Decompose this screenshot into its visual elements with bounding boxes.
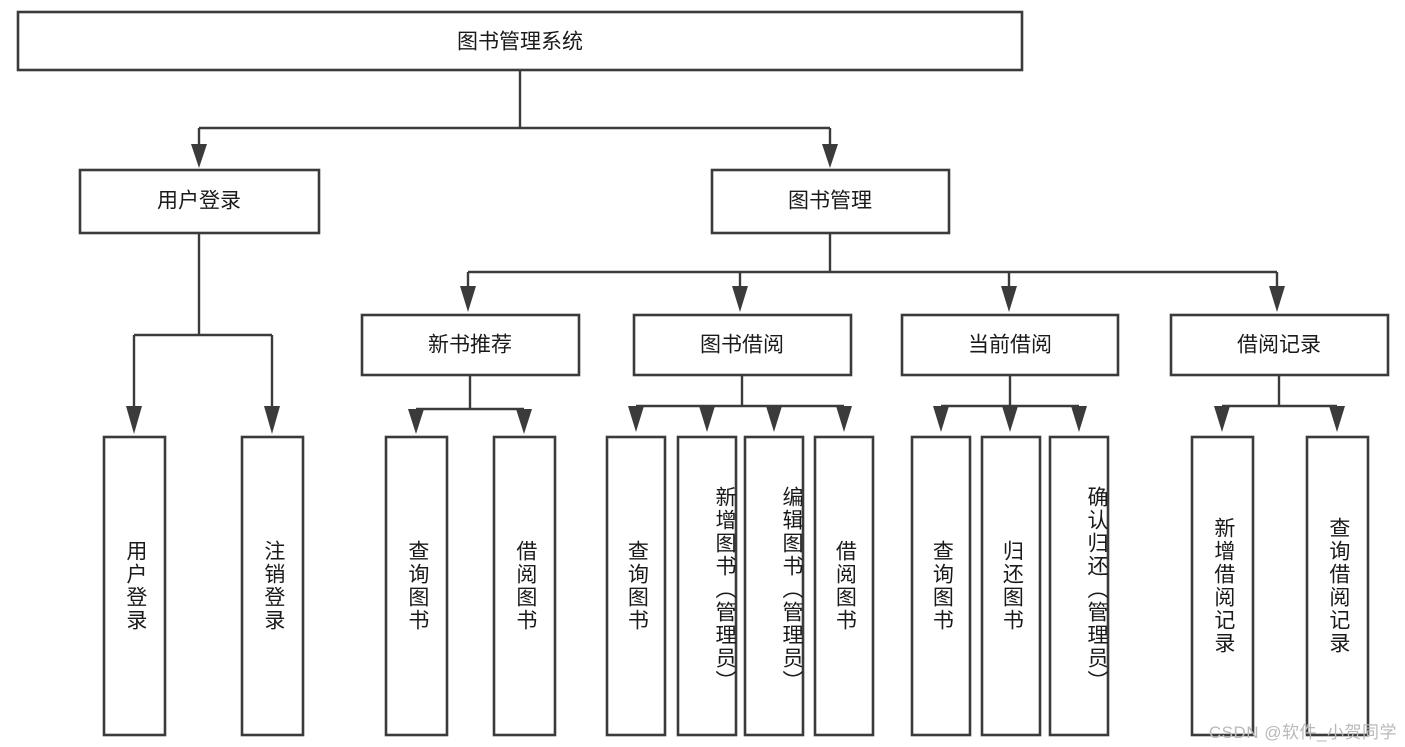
- arrow-borrow-record-leaf-1: [1214, 406, 1230, 432]
- node-label-borrow-record: 借阅记录: [1237, 334, 1321, 357]
- node-box-leaf-borrow-record-2[interactable]: [1305, 435, 1370, 737]
- node-box-current-borrow[interactable]: [900, 313, 1120, 377]
- arrow-current-borrow-leaf-1: [933, 406, 949, 432]
- arrow-to-new-book: [460, 286, 476, 312]
- node-label-book-manage: 图书管理: [788, 190, 872, 213]
- arrow-borrow-record-leaf-2: [1329, 406, 1345, 432]
- node-box-leaf-current-borrow-2[interactable]: [980, 435, 1042, 737]
- node-box-root[interactable]: [16, 10, 1024, 72]
- node-box-leaf-borrow-record-1[interactable]: [1190, 435, 1255, 737]
- node-label-new-book-recommend: 新书推荐: [428, 334, 512, 357]
- arrow-new-book-leaf-2: [516, 409, 532, 434]
- node-box-leaf-book-borrow-1[interactable]: [605, 435, 667, 737]
- node-label-root: 图书管理系统: [457, 31, 583, 54]
- arrow-book-borrow-leaf-2: [699, 406, 715, 432]
- arrow-to-user-login: [191, 144, 207, 168]
- node-label-book-borrow: 图书借阅: [700, 334, 784, 357]
- arrow-book-borrow-leaf-4: [836, 406, 852, 432]
- node-box-leaf-book-borrow-4[interactable]: [813, 435, 875, 737]
- node-box-leaf-current-borrow-3[interactable]: [1048, 435, 1110, 737]
- arrow-user-login-leaf-2: [264, 406, 280, 434]
- arrow-book-borrow-leaf-3: [766, 406, 782, 432]
- node-box-leaf-user-login-1[interactable]: [102, 435, 167, 737]
- node-label-user-login: 用户登录: [157, 190, 241, 213]
- node-box-user-login[interactable]: [78, 168, 321, 235]
- node-label-current-borrow: 当前借阅: [968, 334, 1052, 357]
- node-box-leaf-new-book-2[interactable]: [492, 435, 557, 737]
- node-box-leaf-current-borrow-1[interactable]: [910, 435, 972, 737]
- arrow-new-book-leaf-1: [408, 409, 424, 434]
- arrow-current-borrow-leaf-2: [1002, 406, 1018, 432]
- node-box-borrow-record[interactable]: [1169, 313, 1390, 377]
- arrow-to-book-manage: [822, 144, 838, 168]
- node-layer: 图书管理系统 用户登录 图书管理 新书推荐 图书借阅 当前借阅 借阅记录: [16, 10, 1390, 737]
- node-box-book-manage[interactable]: [710, 168, 951, 235]
- arrow-to-current-borrow: [1001, 286, 1017, 312]
- node-box-leaf-book-borrow-2[interactable]: [676, 435, 738, 737]
- node-box-leaf-new-book-1[interactable]: [384, 435, 449, 737]
- node-box-leaf-user-login-2[interactable]: [240, 435, 305, 737]
- arrow-book-borrow-leaf-1: [628, 406, 644, 432]
- arrow-current-borrow-leaf-3: [1071, 406, 1087, 432]
- node-box-new-book-recommend[interactable]: [360, 313, 581, 377]
- node-box-leaf-book-borrow-3[interactable]: [743, 435, 805, 737]
- arrow-user-login-leaf-1: [126, 406, 142, 434]
- arrow-to-borrow-record: [1269, 286, 1285, 312]
- watermark-text: CSDN @软件_小贺同学: [1208, 723, 1397, 742]
- connector-layer: [126, 70, 1345, 434]
- arrow-to-book-borrow: [732, 286, 748, 312]
- node-box-book-borrow[interactable]: [632, 313, 853, 377]
